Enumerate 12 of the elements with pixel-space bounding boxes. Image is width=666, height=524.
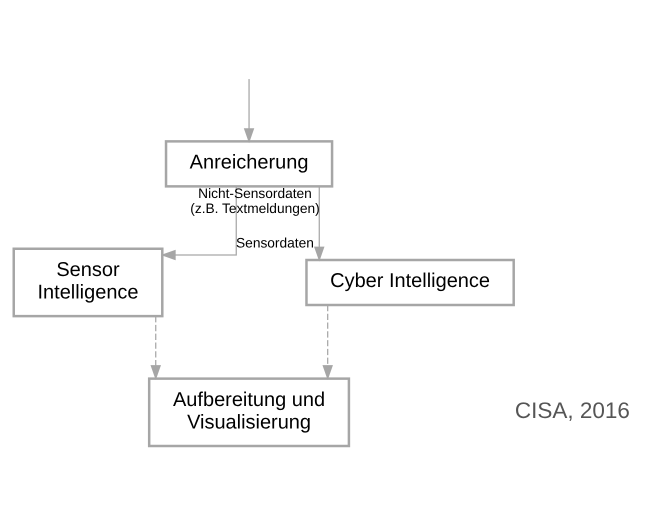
- arrow: [160, 186, 237, 260]
- edge-label: Nicht-Sensordaten (z.B. Textmeldungen): [190, 186, 320, 216]
- arrow: [314, 186, 325, 262]
- node-box: Anreicherung: [164, 140, 334, 188]
- node-box: Aufbereitung und Visualisierung: [148, 376, 350, 447]
- node-box: Cyber Intelligence: [305, 258, 515, 306]
- edge-label: Sensordaten: [236, 234, 314, 250]
- arrow: [322, 304, 333, 380]
- label: CISA, 2016: [514, 397, 630, 422]
- arrow: [150, 316, 161, 380]
- arrow: [244, 78, 254, 143]
- node-box: Sensor Intelligence: [12, 247, 164, 317]
